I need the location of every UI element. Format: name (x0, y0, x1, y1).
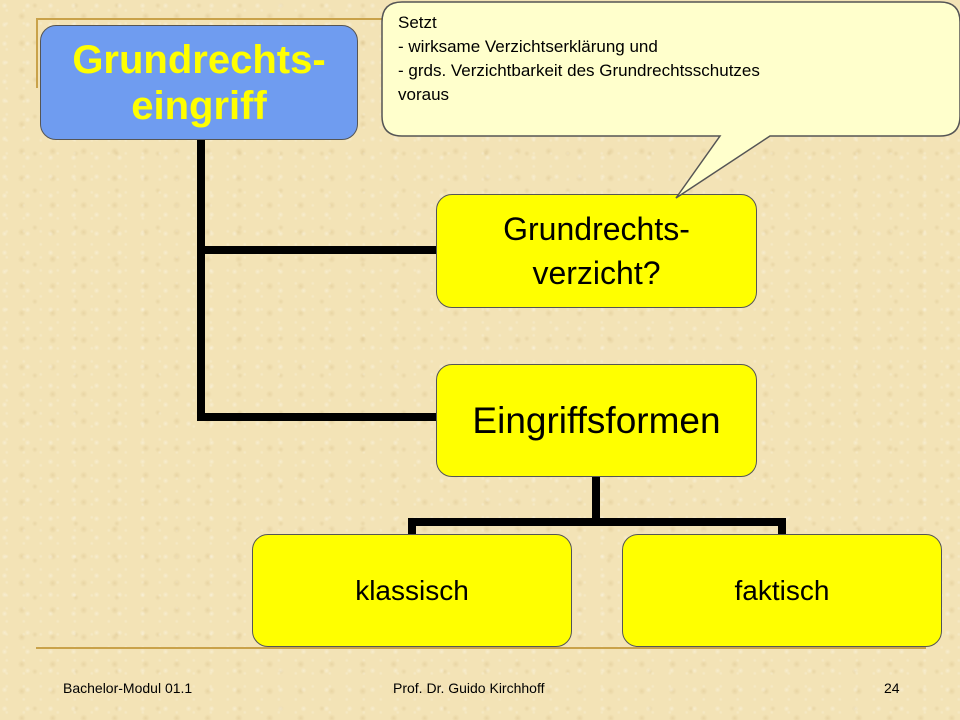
node-klassisch-label: klassisch (355, 574, 469, 606)
node-grundrechtseingriff-line2: eingriff (131, 83, 267, 128)
footer-right: 24 (884, 680, 900, 696)
node-klassisch: klassisch (252, 534, 572, 647)
callout-shape (381, 1, 960, 199)
node-faktisch-label: faktisch (734, 574, 830, 606)
connector-child-bar (408, 518, 786, 526)
callout-line-4: voraus (398, 85, 450, 104)
node-grundrechtseingriff: Grundrechts- eingriff (40, 25, 358, 140)
connector-to-klassisch (408, 518, 416, 538)
frame-line-left (36, 18, 38, 88)
connector-to-verzicht (197, 246, 442, 254)
callout-line-3: - grds. Verzichtbarkeit des Grundrechtss… (398, 61, 760, 80)
footer-left: Bachelor-Modul 01.1 (63, 680, 193, 696)
node-eingriffsformen-label: Eingriffsformen (472, 399, 721, 441)
callout-text: Setzt - wirksame Verzichtserklärung und … (398, 11, 938, 107)
node-eingriffsformen: Eingriffsformen (436, 364, 757, 477)
callout-line-1: Setzt (398, 13, 437, 32)
frame-line-bottom (36, 647, 926, 649)
node-grundrechtseingriff-line1: Grundrechts- (72, 37, 326, 82)
connector-to-eingriffsformen (197, 413, 442, 421)
connector-root-trunk (197, 138, 205, 421)
callout-line-2: - wirksame Verzichtserklärung und (398, 37, 658, 56)
node-grundrechtsverzicht: Grundrechts- verzicht? (436, 194, 757, 308)
node-faktisch: faktisch (622, 534, 942, 647)
connector-to-faktisch (778, 518, 786, 538)
footer-center: Prof. Dr. Guido Kirchhoff (393, 680, 545, 696)
connector-eingriffsformen-down (592, 474, 600, 522)
frame-line-top (36, 18, 396, 20)
node-grundrechtsverzicht-line1: Grundrechts- (503, 211, 690, 247)
node-grundrechtsverzicht-line2: verzicht? (532, 255, 661, 291)
